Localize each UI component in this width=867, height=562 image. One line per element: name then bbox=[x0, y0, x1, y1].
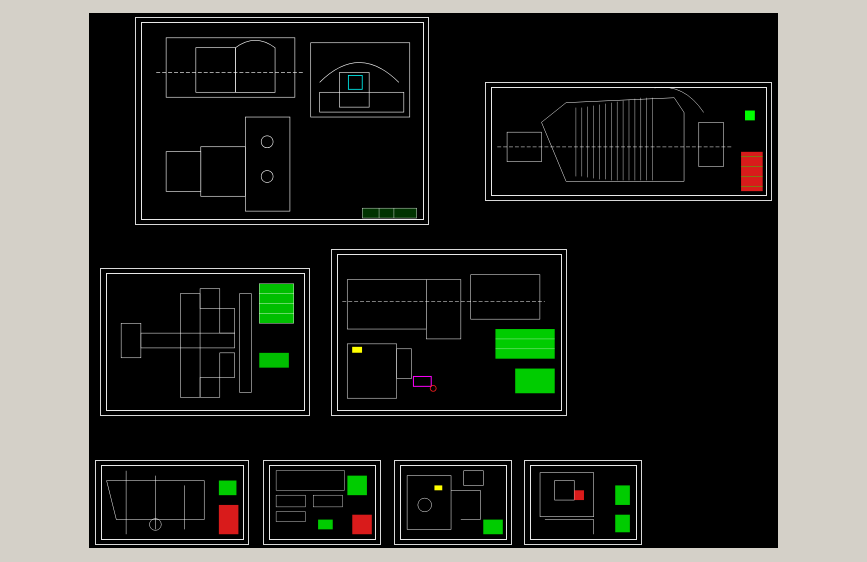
drawing-sheet-turbine-section[interactable] bbox=[485, 82, 772, 201]
sheet-inner-frame bbox=[337, 254, 562, 411]
sheet-inner-frame bbox=[530, 465, 637, 540]
sheet-inner-frame bbox=[106, 273, 305, 411]
drawing-sheet-cross-layout[interactable] bbox=[100, 268, 310, 416]
drawing-sheet-schematic-4[interactable] bbox=[524, 460, 642, 545]
schematic-drawing-2 bbox=[275, 470, 372, 535]
cad-model-space[interactable] bbox=[89, 13, 778, 548]
turbine-section-drawing bbox=[497, 86, 763, 192]
drawing-sheet-schematic-2[interactable] bbox=[263, 460, 381, 545]
sheet-inner-frame bbox=[491, 87, 767, 196]
drawing-sheet-gearbox[interactable] bbox=[135, 17, 429, 225]
sheet-inner-frame bbox=[400, 465, 507, 540]
drawing-sheet-schematic-3[interactable] bbox=[394, 460, 512, 545]
gearbox-drawing bbox=[156, 37, 417, 219]
sheet-inner-frame bbox=[269, 465, 376, 540]
drawing-sheet-turbine-arrangement[interactable] bbox=[331, 249, 567, 416]
piping-drawing-1 bbox=[106, 470, 239, 535]
schematic-drawing-3 bbox=[406, 470, 503, 535]
schematic-drawing-4 bbox=[539, 472, 630, 535]
turbine-arrangement-drawing bbox=[342, 274, 555, 399]
cross-layout-drawing bbox=[120, 283, 294, 398]
sheet-inner-frame bbox=[101, 465, 244, 540]
sheet-inner-frame bbox=[141, 22, 424, 220]
drawing-sheet-piping-1[interactable] bbox=[95, 460, 249, 545]
